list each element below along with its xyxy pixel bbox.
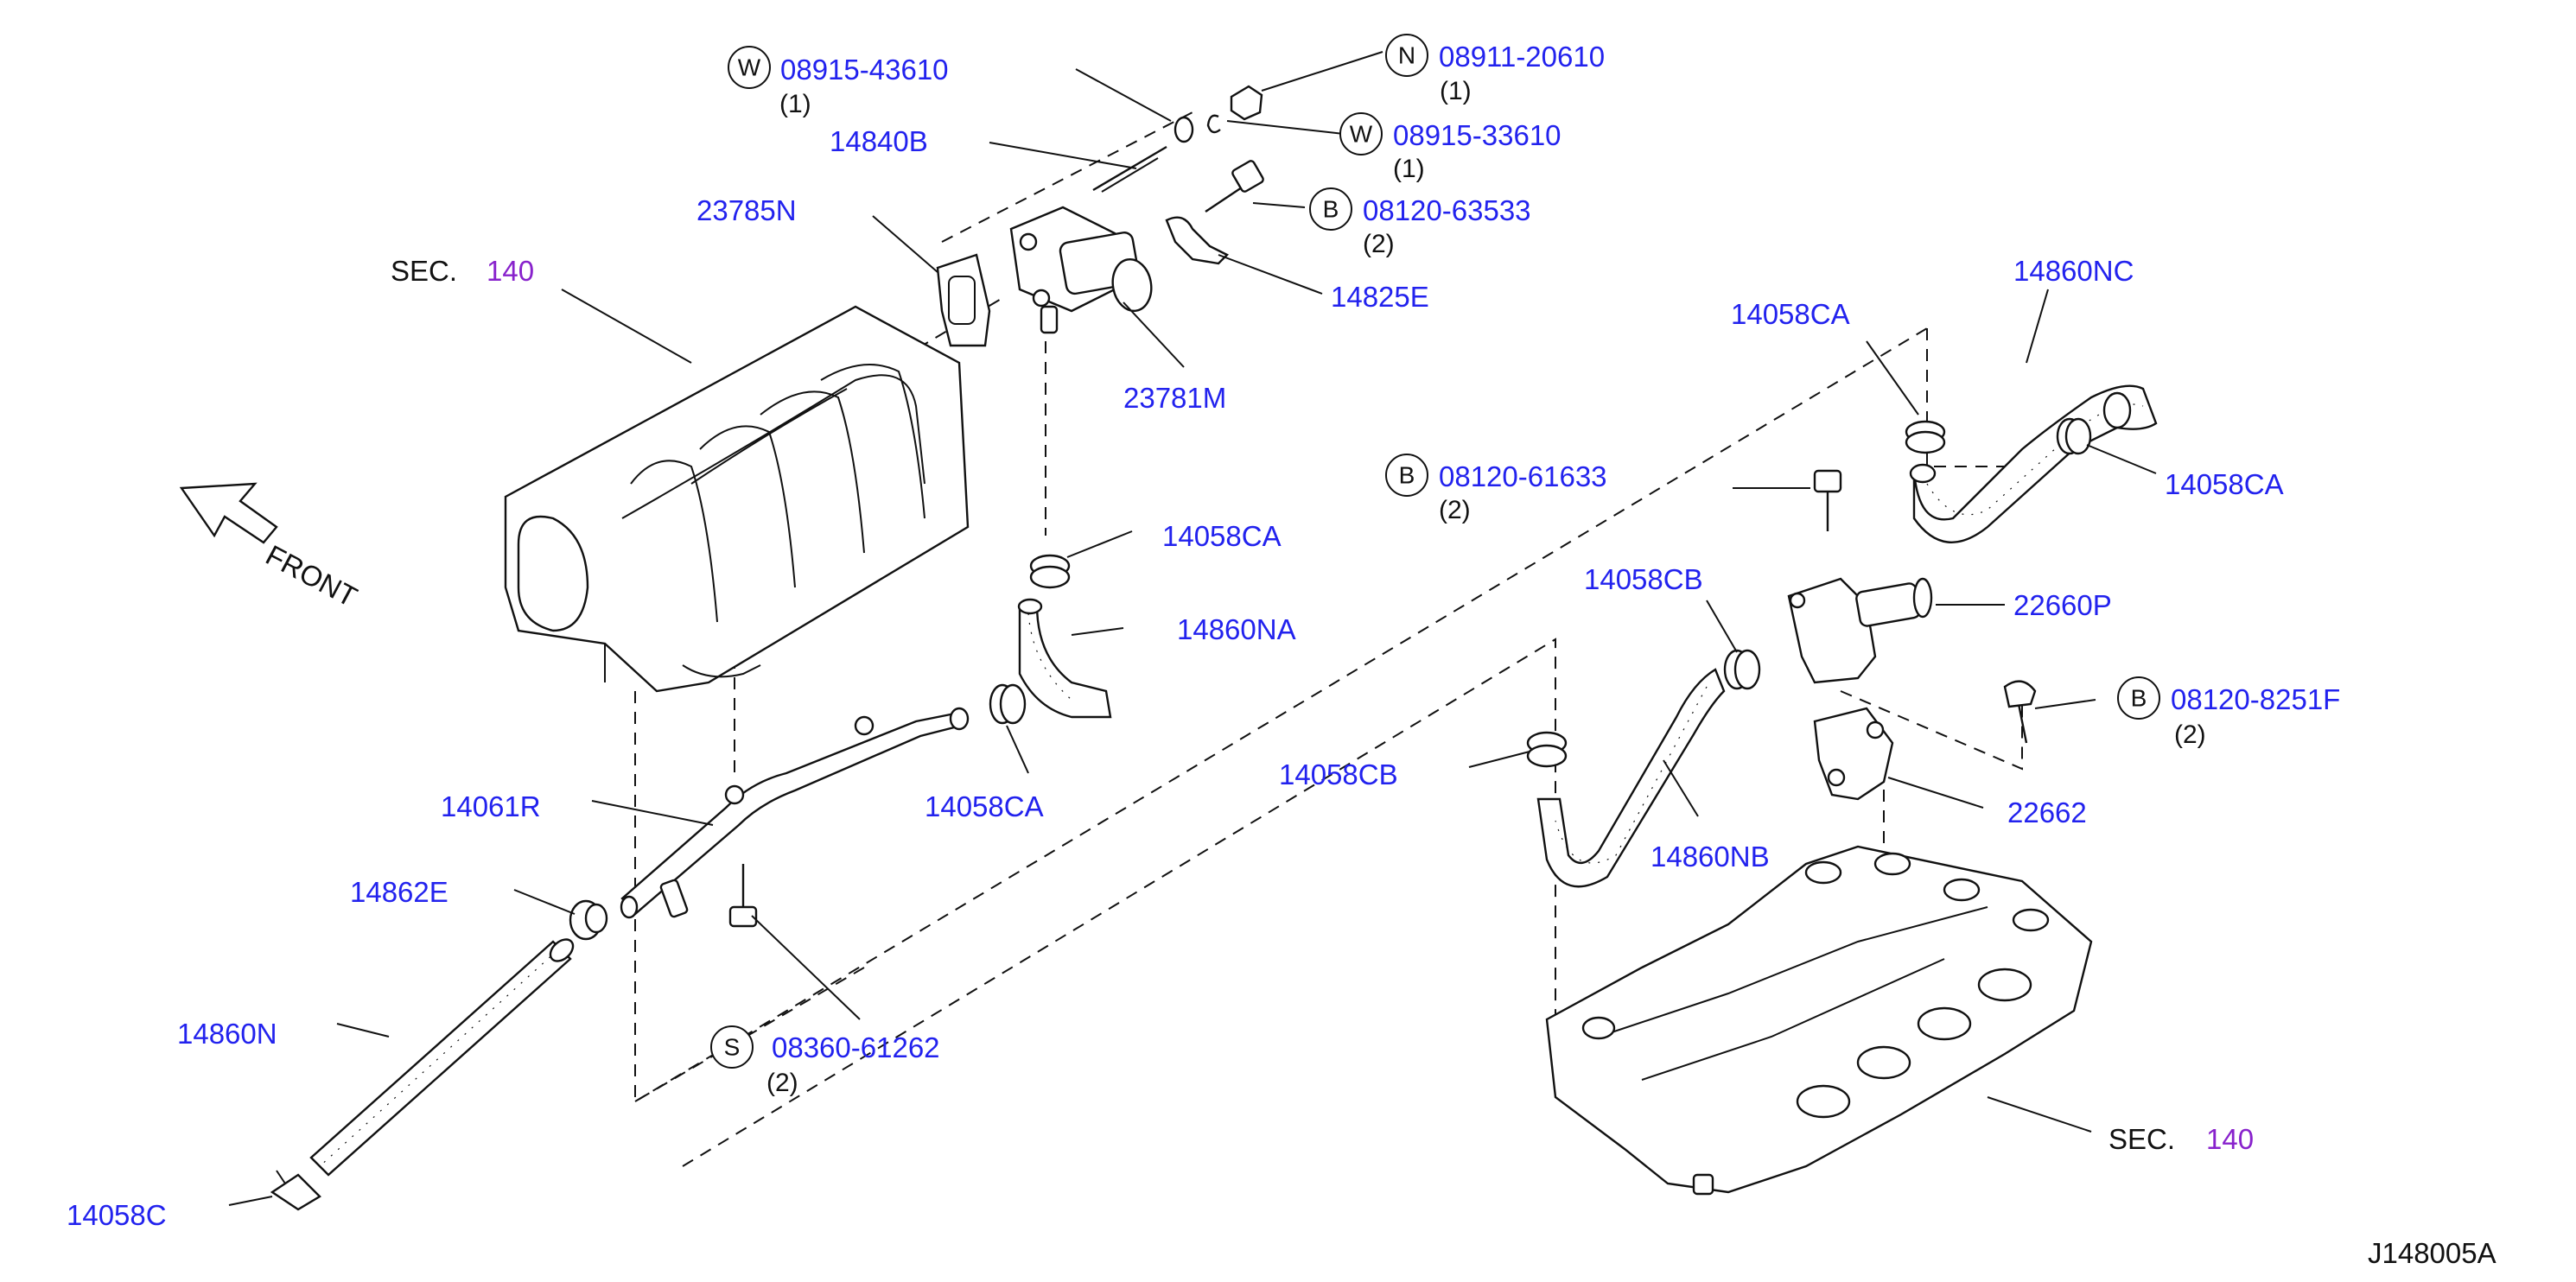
front-label: FRONT: [261, 539, 363, 613]
symbol-letter: S: [724, 1034, 741, 1061]
label-14061r: 14061R: [441, 790, 541, 822]
label-14860nb: 14860NB: [1651, 841, 1770, 873]
symbol-letter: W: [738, 54, 761, 81]
symbol-circle-w: [1339, 112, 1383, 155]
label-23781m: 23781M: [1123, 382, 1226, 414]
clamp-14862e: [569, 899, 608, 941]
symbol-letter: W: [1350, 121, 1373, 148]
part-number: 08120-63533: [1363, 194, 1531, 226]
quantity: (1): [1440, 77, 1472, 105]
intake-manifold-upper: [504, 305, 970, 693]
bolt-08120-8251f: [2003, 680, 2037, 744]
clamp-14058ca-d: [2056, 417, 2092, 455]
hose-14860nb: [1536, 668, 1726, 888]
callout-08120-8251f: B 08120-8251F (2): [2117, 676, 2340, 749]
leader-lines: [228, 51, 2157, 1206]
bracket-14825e: [1165, 216, 1230, 265]
gasket-23785n: [936, 253, 991, 347]
diagram-id: J148005A: [2368, 1237, 2496, 1269]
clamp-14058cb-a: [1723, 649, 1761, 690]
label-22660p: 22660P: [2013, 589, 2112, 621]
washer-nut-hardware: [1174, 85, 1263, 143]
quantity: (1): [1393, 155, 1425, 183]
clamp-14058cb-b: [1526, 731, 1568, 768]
stud-14840b: [1092, 145, 1167, 193]
label-14825e: 14825E: [1331, 281, 1429, 313]
label-14058ca-b: 14058CA: [925, 790, 1044, 822]
hose-14860n: [309, 938, 575, 1177]
callout-08120-61633: B 08120-61633 (2): [1385, 454, 1607, 524]
callout-08915-43610: W 08915-43610 (1): [728, 46, 949, 118]
clamp-14058ca-b: [989, 683, 1027, 725]
sec-number: 140: [487, 255, 534, 287]
part-number: 08120-8251F: [2171, 683, 2340, 715]
symbol-letter: B: [2131, 685, 2147, 712]
quantity: (1): [779, 90, 811, 118]
symbol-circle-b: [2117, 676, 2160, 720]
label-23785n: 23785N: [696, 194, 797, 226]
section-ref-upper: SEC. 140: [391, 255, 534, 287]
sec-number: 140: [2206, 1123, 2254, 1155]
label-14860n: 14860N: [177, 1018, 277, 1050]
label-14862e: 14862E: [350, 876, 448, 908]
water-pipe-14061r: [620, 707, 970, 919]
quantity: (2): [1363, 230, 1395, 258]
bolt-08120-61633: [1813, 469, 1842, 531]
symbol-circle-w: [728, 46, 771, 89]
clamp-14058ca-a: [1029, 554, 1071, 589]
hose-14860nc: [1909, 384, 2158, 543]
part-number: 08120-61633: [1439, 460, 1607, 492]
part-number: 08915-33610: [1393, 119, 1562, 151]
label-14058cb-a: 14058CB: [1584, 563, 1703, 595]
label-14840b: 14840B: [830, 125, 928, 157]
iacv-valve-assembly: [1009, 206, 1153, 334]
sensor-22660p: [1787, 577, 1933, 684]
symbol-circle-b: [1309, 187, 1352, 231]
label-14860nc: 14860NC: [2013, 255, 2134, 287]
label-14058ca-d: 14058CA: [2165, 468, 2284, 500]
label-14058ca-c: 14058CA: [1731, 298, 1850, 330]
clamp-14058c: [270, 1170, 321, 1211]
quantity: (2): [766, 1069, 798, 1097]
part-number: 08915-43610: [780, 54, 949, 86]
quantity: (2): [1439, 496, 1471, 524]
part-number: 08360-61262: [772, 1031, 940, 1063]
label-22662: 22662: [2007, 796, 2087, 828]
section-ref-lower: SEC. 140: [2109, 1123, 2254, 1155]
front-arrow-icon: [179, 482, 278, 544]
symbol-circle-s: [710, 1025, 754, 1069]
bracket-22662: [1813, 707, 1894, 801]
sec-prefix: SEC.: [391, 255, 457, 287]
callout-08911-20610: N 08911-20610 (1): [1385, 34, 1605, 105]
part-number: 08911-20610: [1439, 41, 1605, 73]
symbol-circle-n: [1385, 34, 1428, 77]
label-14058cb-b: 14058CB: [1279, 758, 1398, 790]
symbol-letter: N: [1398, 42, 1415, 69]
symbol-circle-b: [1385, 454, 1428, 497]
intake-manifold-lower: [1545, 845, 2093, 1196]
symbol-letter: B: [1399, 462, 1415, 489]
callout-08120-63533: B 08120-63533 (2): [1309, 187, 1531, 258]
label-14860na: 14860NA: [1177, 613, 1296, 645]
callout-08360-61262: S 08360-61262 (2): [710, 1025, 940, 1097]
label-14058c: 14058C: [67, 1199, 167, 1231]
symbol-letter: B: [1323, 196, 1339, 223]
hose-14860na: [1017, 598, 1112, 719]
callout-08915-33610: W 08915-33610 (1): [1339, 112, 1562, 183]
sec-prefix: SEC.: [2109, 1123, 2175, 1155]
quantity: (2): [2174, 720, 2206, 749]
clamp-14058ca-c: [1905, 420, 1946, 454]
label-14058ca-a: 14058CA: [1162, 520, 1282, 552]
bolt-08360-61262: [728, 864, 758, 928]
bolt-08120-63533: [1205, 160, 1264, 213]
